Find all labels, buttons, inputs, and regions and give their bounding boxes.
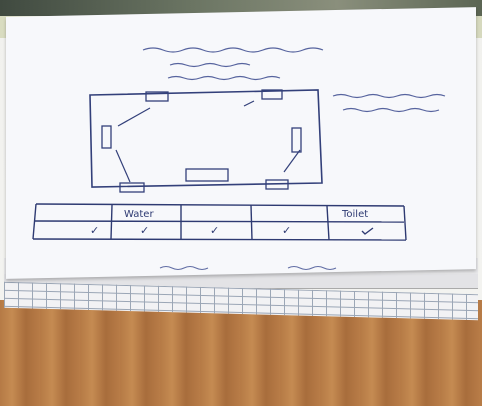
check-2: ✓ (140, 224, 149, 237)
header-water: Water (124, 209, 154, 220)
stack-scribbles (159, 266, 337, 270)
layout-boxes (101, 89, 302, 193)
check-3: ✓ (210, 224, 219, 237)
layout-rectangle (89, 89, 323, 188)
layout-arrows (115, 100, 301, 183)
heading-scribbles (142, 47, 446, 113)
check-4: ✓ (282, 224, 291, 237)
check-mark-5 (361, 227, 374, 235)
check-table (32, 203, 407, 241)
header-toilet: Toilet (341, 209, 368, 220)
check-1: ✓ (90, 224, 99, 237)
